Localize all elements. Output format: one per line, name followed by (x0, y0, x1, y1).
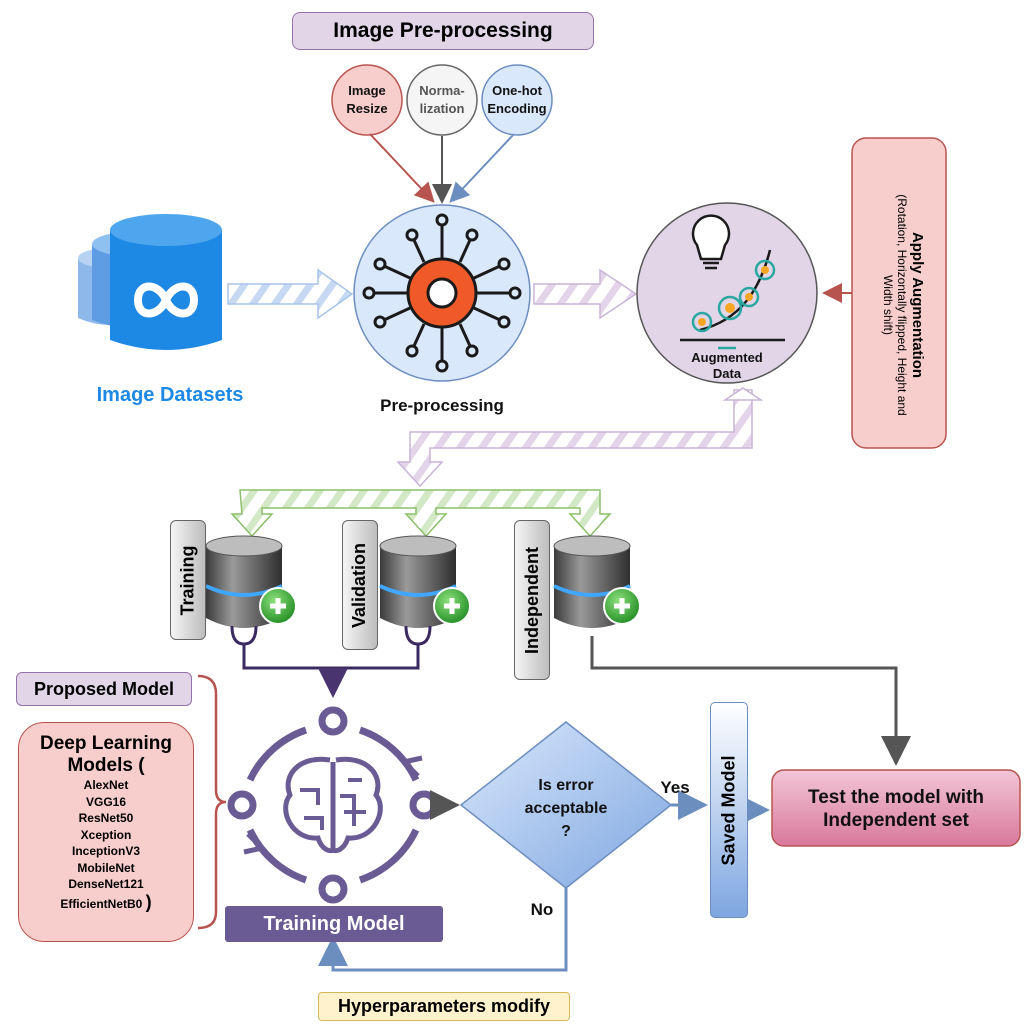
saved-model-text: Saved Model (718, 754, 739, 866)
normalization-line1: Norma- (419, 83, 465, 98)
test-box-bg (771, 769, 1021, 847)
augmented-line2: Data (712, 366, 742, 381)
arrow-no (318, 888, 568, 972)
model-last-row: EfficientNetB0 ) (19, 893, 193, 913)
arrow-independent (590, 636, 911, 766)
image-resize-line1: Image (348, 83, 386, 98)
onehot-line1: One-hot (492, 83, 542, 98)
decision-line2: acceptable (524, 800, 608, 817)
decision-line3: ? (561, 823, 571, 840)
normalization-label: Norma- lization (407, 82, 477, 118)
test-box-line1: Test the model with (808, 787, 984, 808)
independent-tab: Independent (514, 520, 550, 680)
training-model-box: Training Model (225, 906, 443, 942)
hyperparameters-text: Hyperparameters modify (337, 996, 551, 1016)
flow-arrow-split (230, 489, 612, 538)
independent-tab-text: Independent (521, 546, 542, 654)
training-tab: Training (170, 520, 206, 640)
test-box-text: Test the model with Independent set (774, 786, 1018, 832)
brain-cycle-icon (227, 706, 439, 904)
augmentation-detail-1: (Rotation, Horizontally flipped, Height … (895, 194, 909, 416)
merge-line (242, 644, 420, 670)
model-item-densenet121: DenseNet121 (68, 877, 144, 891)
proposed-model-text: Proposed Model (33, 678, 174, 699)
preprocessing-label: Pre-processing (380, 396, 504, 415)
flow-arrow-preprocessing (533, 268, 638, 320)
normalization-circle (406, 64, 478, 136)
augmentation-title: Apply Augmentation (909, 231, 926, 379)
proposed-bracket (197, 674, 227, 930)
image-resize-label: Image Resize (332, 82, 402, 118)
augmentation-detail-2: Width shift) (881, 274, 895, 335)
deep-learning-title-2: Models ( (67, 755, 145, 776)
independent-db-icon (553, 535, 641, 628)
arrow-onehot (449, 133, 515, 203)
model-item-mobilenet: MobileNet (77, 860, 135, 875)
saved-model-box: Saved Model (710, 702, 748, 918)
normalization-line2: lization (419, 101, 465, 116)
hyperparameters-box: Hyperparameters modify (318, 992, 570, 1021)
model-item-resnet50: ResNet50 (78, 811, 134, 825)
augmentation-text: Apply Augmentation (Rotation, Horizontal… (872, 150, 926, 460)
no-label: No (530, 900, 554, 919)
image-datasets-icon (78, 214, 222, 350)
model-item-vgg16: VGG16 (85, 794, 127, 809)
validation-db-icon (379, 535, 471, 646)
model-item-inceptionv3: InceptionV3 (71, 844, 140, 858)
augmented-label: Augmented Data (677, 350, 777, 382)
deep-learning-close-paren: ) (145, 891, 152, 912)
preprocessing-header-text: Image Pre-processing (333, 19, 553, 42)
datasets-label: Image Datasets (96, 384, 244, 406)
onehot-line2: Encoding (487, 101, 547, 116)
training-db-icon (205, 535, 297, 646)
validation-tab: Validation (342, 520, 378, 650)
image-resize-circle (331, 64, 403, 136)
deep-learning-title-1: Deep Learning (40, 733, 172, 754)
flow-arrowhead-up (722, 387, 764, 401)
decision-line1: Is error (538, 777, 594, 794)
yes-label: Yes (660, 778, 690, 797)
model-item-efficientnetb0: EfficientNetB0 (60, 896, 143, 911)
training-model-text: Training Model (263, 912, 405, 935)
flow-arrow-augmented (396, 389, 753, 488)
flow-arrow-datasets (227, 268, 354, 320)
preprocessing-header: Image Pre-processing (292, 12, 594, 50)
model-item-alexnet: AlexNet (83, 778, 129, 792)
model-item-xception: Xception (80, 827, 132, 842)
training-tab-text: Training (177, 544, 198, 616)
onehot-label: One-hot Encoding (482, 82, 552, 118)
decision-text: Is error acceptable ? (496, 774, 636, 843)
gear-circuit-icon (362, 213, 522, 373)
proposed-model-box: Proposed Model (16, 672, 192, 706)
onehot-circle (481, 64, 553, 136)
augmented-circle (636, 202, 818, 384)
validation-tab-text: Validation (349, 542, 370, 628)
arrow-resize (369, 133, 435, 203)
augmented-line1: Augmented (691, 350, 763, 365)
image-resize-line2: Resize (346, 101, 388, 116)
test-box-line2: Independent set (823, 810, 969, 831)
augmentation-icon (680, 214, 785, 350)
